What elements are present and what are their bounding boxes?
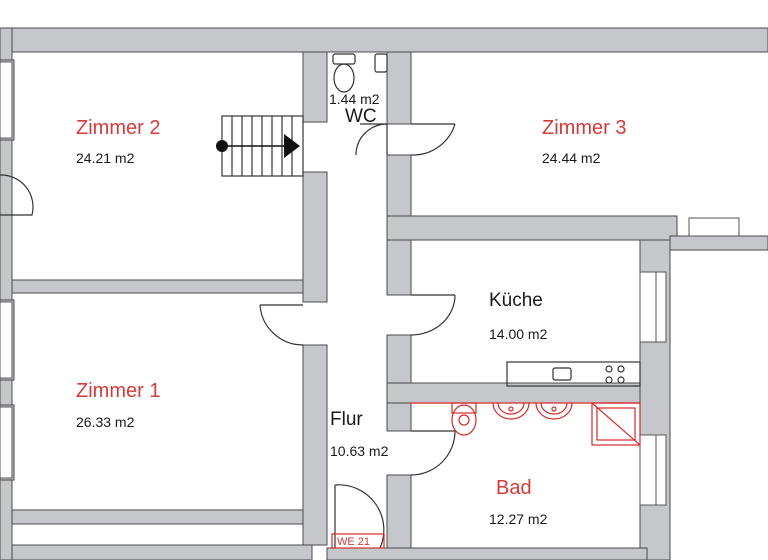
bathroom-fixtures — [331, 402, 641, 549]
stairs — [216, 115, 304, 177]
unit-label: WE 21 — [337, 536, 370, 548]
room-name-bad: Bad — [496, 477, 532, 499]
kitchen-counter — [506, 361, 641, 387]
room-name-kueche: Küche — [489, 290, 543, 311]
windows — [0, 61, 740, 506]
doors — [0, 123, 456, 549]
room-area-zimmer-1: 26.33 m2 — [76, 414, 135, 430]
room-area-kueche: 14.00 m2 — [489, 326, 548, 342]
room-name-zimmer-1: Zimmer 1 — [76, 380, 160, 402]
room-area-flur: 10.63 m2 — [330, 443, 389, 459]
room-area-wc: 1.44 m2 — [329, 91, 380, 107]
room-area-bad: 12.27 m2 — [489, 511, 548, 527]
room-area-zimmer-2: 24.21 m2 — [76, 150, 135, 166]
room-name-flur: Flur — [330, 409, 363, 430]
room-name-zimmer-2: Zimmer 2 — [76, 117, 160, 139]
wc-fixtures — [332, 53, 388, 93]
room-labels: Zimmer 2 24.21 m2 Zimmer 3 24.44 m2 Zimm… — [76, 91, 626, 548]
room-name-wc: WC — [345, 106, 377, 127]
room-area-zimmer-3: 24.44 m2 — [542, 150, 601, 166]
room-name-zimmer-3: Zimmer 3 — [542, 117, 626, 139]
